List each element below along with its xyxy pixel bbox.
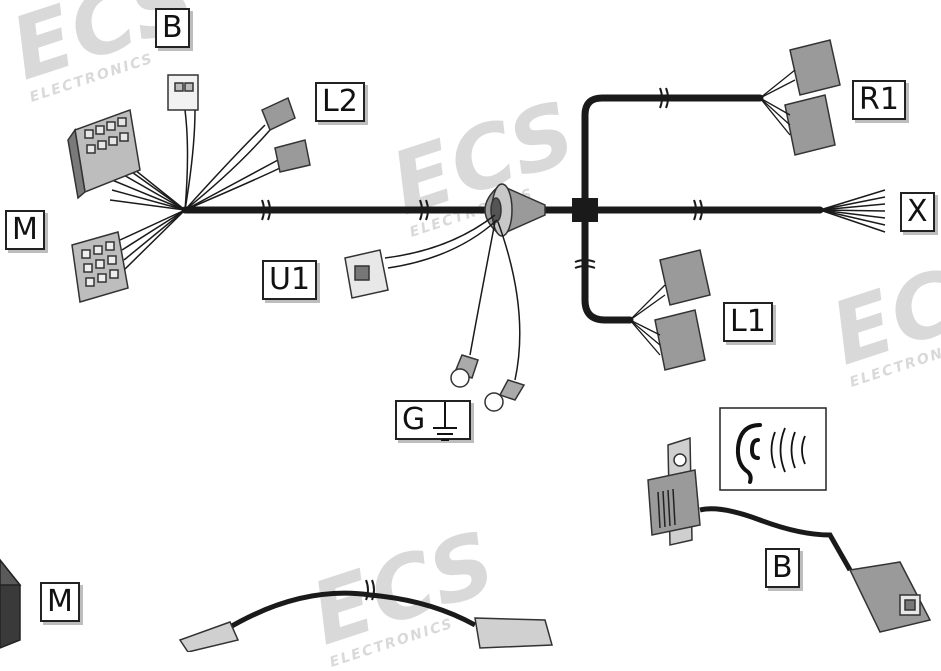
label-l1: L1	[723, 302, 773, 342]
junction	[572, 198, 598, 222]
break-marks	[261, 87, 703, 269]
label-g: G	[395, 400, 471, 440]
label-b-bottom: B	[765, 548, 800, 588]
flat-terminal-cable	[178, 579, 553, 652]
harness-drawing	[0, 39, 932, 652]
m-connector-upper	[67, 108, 141, 200]
ear-sound-icon	[719, 407, 827, 491]
ground-wires	[469, 221, 521, 381]
b-connector-top	[167, 74, 199, 111]
label-l2: L2	[315, 82, 365, 122]
label-m-bottom: M	[40, 582, 80, 622]
label-b-top: B	[155, 8, 190, 48]
buzzer	[647, 436, 701, 546]
label-x: X	[900, 192, 935, 232]
ring-terminals	[450, 354, 526, 412]
grommet	[484, 183, 546, 237]
b-connector-bottom	[848, 561, 932, 633]
label-u1: U1	[262, 260, 318, 300]
x-wires	[819, 189, 886, 233]
l2-connectors	[261, 96, 311, 173]
r1-wires	[759, 69, 796, 136]
m-module-bottom	[0, 558, 22, 649]
l1-connectors	[654, 249, 711, 371]
m-connector-lower	[71, 231, 129, 303]
fanout-wires	[109, 109, 281, 271]
u1-wires	[384, 214, 498, 269]
buzzer-cable	[699, 506, 853, 572]
label-m-left: M	[5, 210, 45, 250]
label-r1: R1	[852, 80, 906, 120]
r1-connectors	[784, 39, 841, 156]
label-g-text: G	[402, 402, 426, 437]
u1-connector	[344, 249, 389, 299]
l1-wires	[629, 284, 666, 356]
